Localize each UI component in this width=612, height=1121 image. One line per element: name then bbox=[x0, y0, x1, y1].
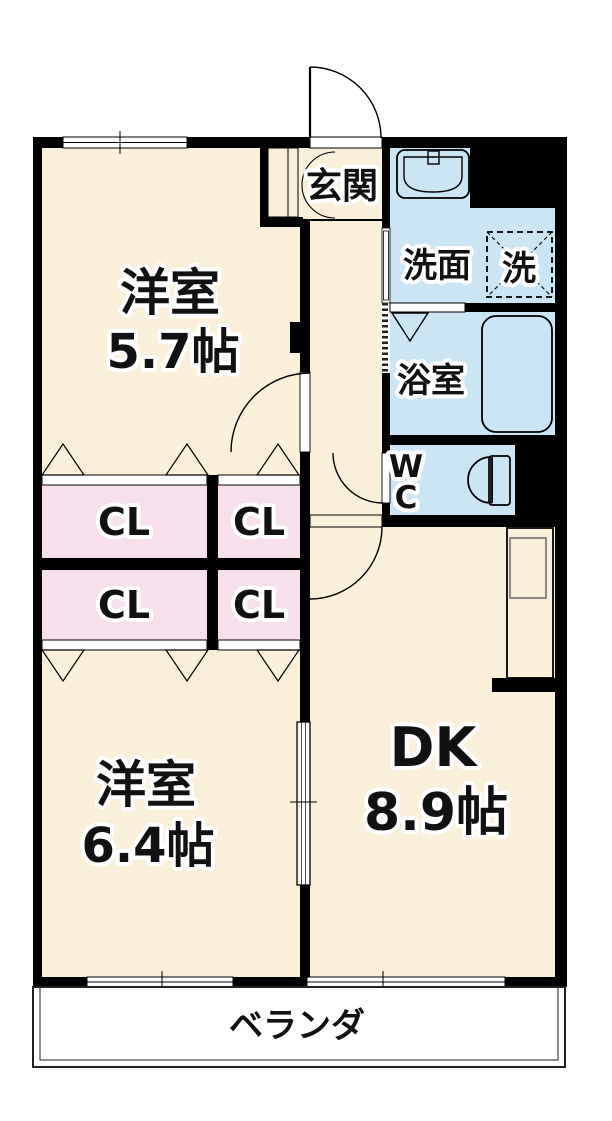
washing-machine bbox=[486, 231, 553, 298]
wall-washroom-bath bbox=[465, 303, 555, 312]
washroom-door bbox=[381, 227, 391, 304]
closet-3-floor bbox=[42, 570, 207, 640]
label-wc-w: W bbox=[389, 449, 423, 485]
label-closet-1: CL bbox=[98, 500, 150, 544]
label-wc-c: C bbox=[395, 480, 418, 516]
wall-bottom-2 bbox=[233, 977, 307, 987]
wall-hall-west-c bbox=[300, 885, 310, 977]
closet-2-floor bbox=[218, 485, 300, 558]
western-room-1-door bbox=[230, 371, 311, 453]
walls bbox=[33, 137, 567, 987]
wall-wc-right-block bbox=[515, 445, 555, 515]
label-room1-size: 5.7帖 bbox=[106, 324, 239, 380]
wall-entrance-left bbox=[260, 148, 268, 217]
bathroom-floor bbox=[390, 312, 555, 435]
room-western-2-floor bbox=[42, 650, 300, 977]
wall-bottom-1 bbox=[33, 977, 87, 987]
wall-counter-stub bbox=[492, 678, 555, 692]
wall-top-mid bbox=[187, 137, 310, 148]
toilet-door bbox=[332, 452, 391, 504]
closet-4-floor bbox=[218, 570, 300, 640]
hallway-floor bbox=[310, 220, 382, 527]
label-closet-3: CL bbox=[98, 583, 150, 627]
toilet-fixture bbox=[467, 455, 511, 506]
wall-hall-west-a bbox=[300, 220, 310, 372]
wall-right bbox=[555, 137, 567, 987]
closet-1-floor bbox=[42, 485, 207, 558]
bathtub bbox=[481, 315, 553, 433]
floor-fills bbox=[42, 148, 555, 977]
wall-left bbox=[33, 137, 42, 987]
dk-door bbox=[309, 514, 383, 600]
veranda bbox=[32, 986, 566, 1068]
closet-door-triangles bbox=[40, 442, 301, 683]
shoe-cabinet bbox=[267, 147, 336, 219]
wall-bottom-3 bbox=[505, 977, 567, 987]
bath-wall-hatch bbox=[381, 303, 389, 373]
wall-hall-east-a bbox=[382, 148, 390, 228]
label-bathroom: 浴室 bbox=[397, 361, 465, 401]
room-western-1-floor bbox=[42, 148, 300, 475]
kitchen-counter bbox=[506, 527, 554, 679]
room2-dk-sliding-door bbox=[290, 721, 317, 886]
wall-pillar bbox=[290, 322, 310, 353]
wash-basin bbox=[396, 149, 470, 199]
bath-folding-door bbox=[389, 302, 466, 343]
wall-hall-east-b bbox=[382, 373, 390, 453]
wall-bath-wc bbox=[390, 435, 555, 445]
label-room1-name: 洋室 bbox=[120, 264, 220, 322]
entrance-door bbox=[308, 66, 383, 149]
label-entrance: 玄関 bbox=[306, 166, 378, 207]
label-room2-size: 6.4帖 bbox=[81, 818, 214, 874]
label-closet-4: CL bbox=[233, 583, 285, 627]
wall-hall-west-b bbox=[300, 452, 310, 722]
label-veranda: ベランダ bbox=[229, 1006, 365, 1046]
wall-entrance-bottom bbox=[260, 217, 303, 227]
wall-top-left bbox=[33, 137, 63, 148]
fixtures bbox=[396, 149, 554, 679]
label-dk-name: DK bbox=[390, 716, 479, 779]
label-closet-2: CL bbox=[233, 500, 285, 544]
wall-wc-bottom bbox=[382, 515, 555, 527]
dining-kitchen-floor bbox=[310, 527, 555, 977]
washroom-floor bbox=[390, 208, 555, 303]
label-washroom: 洗面 bbox=[403, 246, 471, 286]
openings bbox=[40, 66, 506, 993]
window-top bbox=[62, 131, 188, 154]
pipe-space-void bbox=[470, 137, 567, 208]
wall-top-right bbox=[382, 137, 470, 148]
label-room2-name: 洋室 bbox=[96, 756, 196, 814]
labels: 玄関 洗面 洗 浴室 W C 洋室 5.7帖 CL CL CL CL 洋室 6.… bbox=[77, 162, 540, 1050]
label-dk-size: 8.9帖 bbox=[364, 783, 508, 843]
label-laundry: 洗 bbox=[502, 249, 536, 289]
wall-closet-mid bbox=[42, 558, 300, 570]
